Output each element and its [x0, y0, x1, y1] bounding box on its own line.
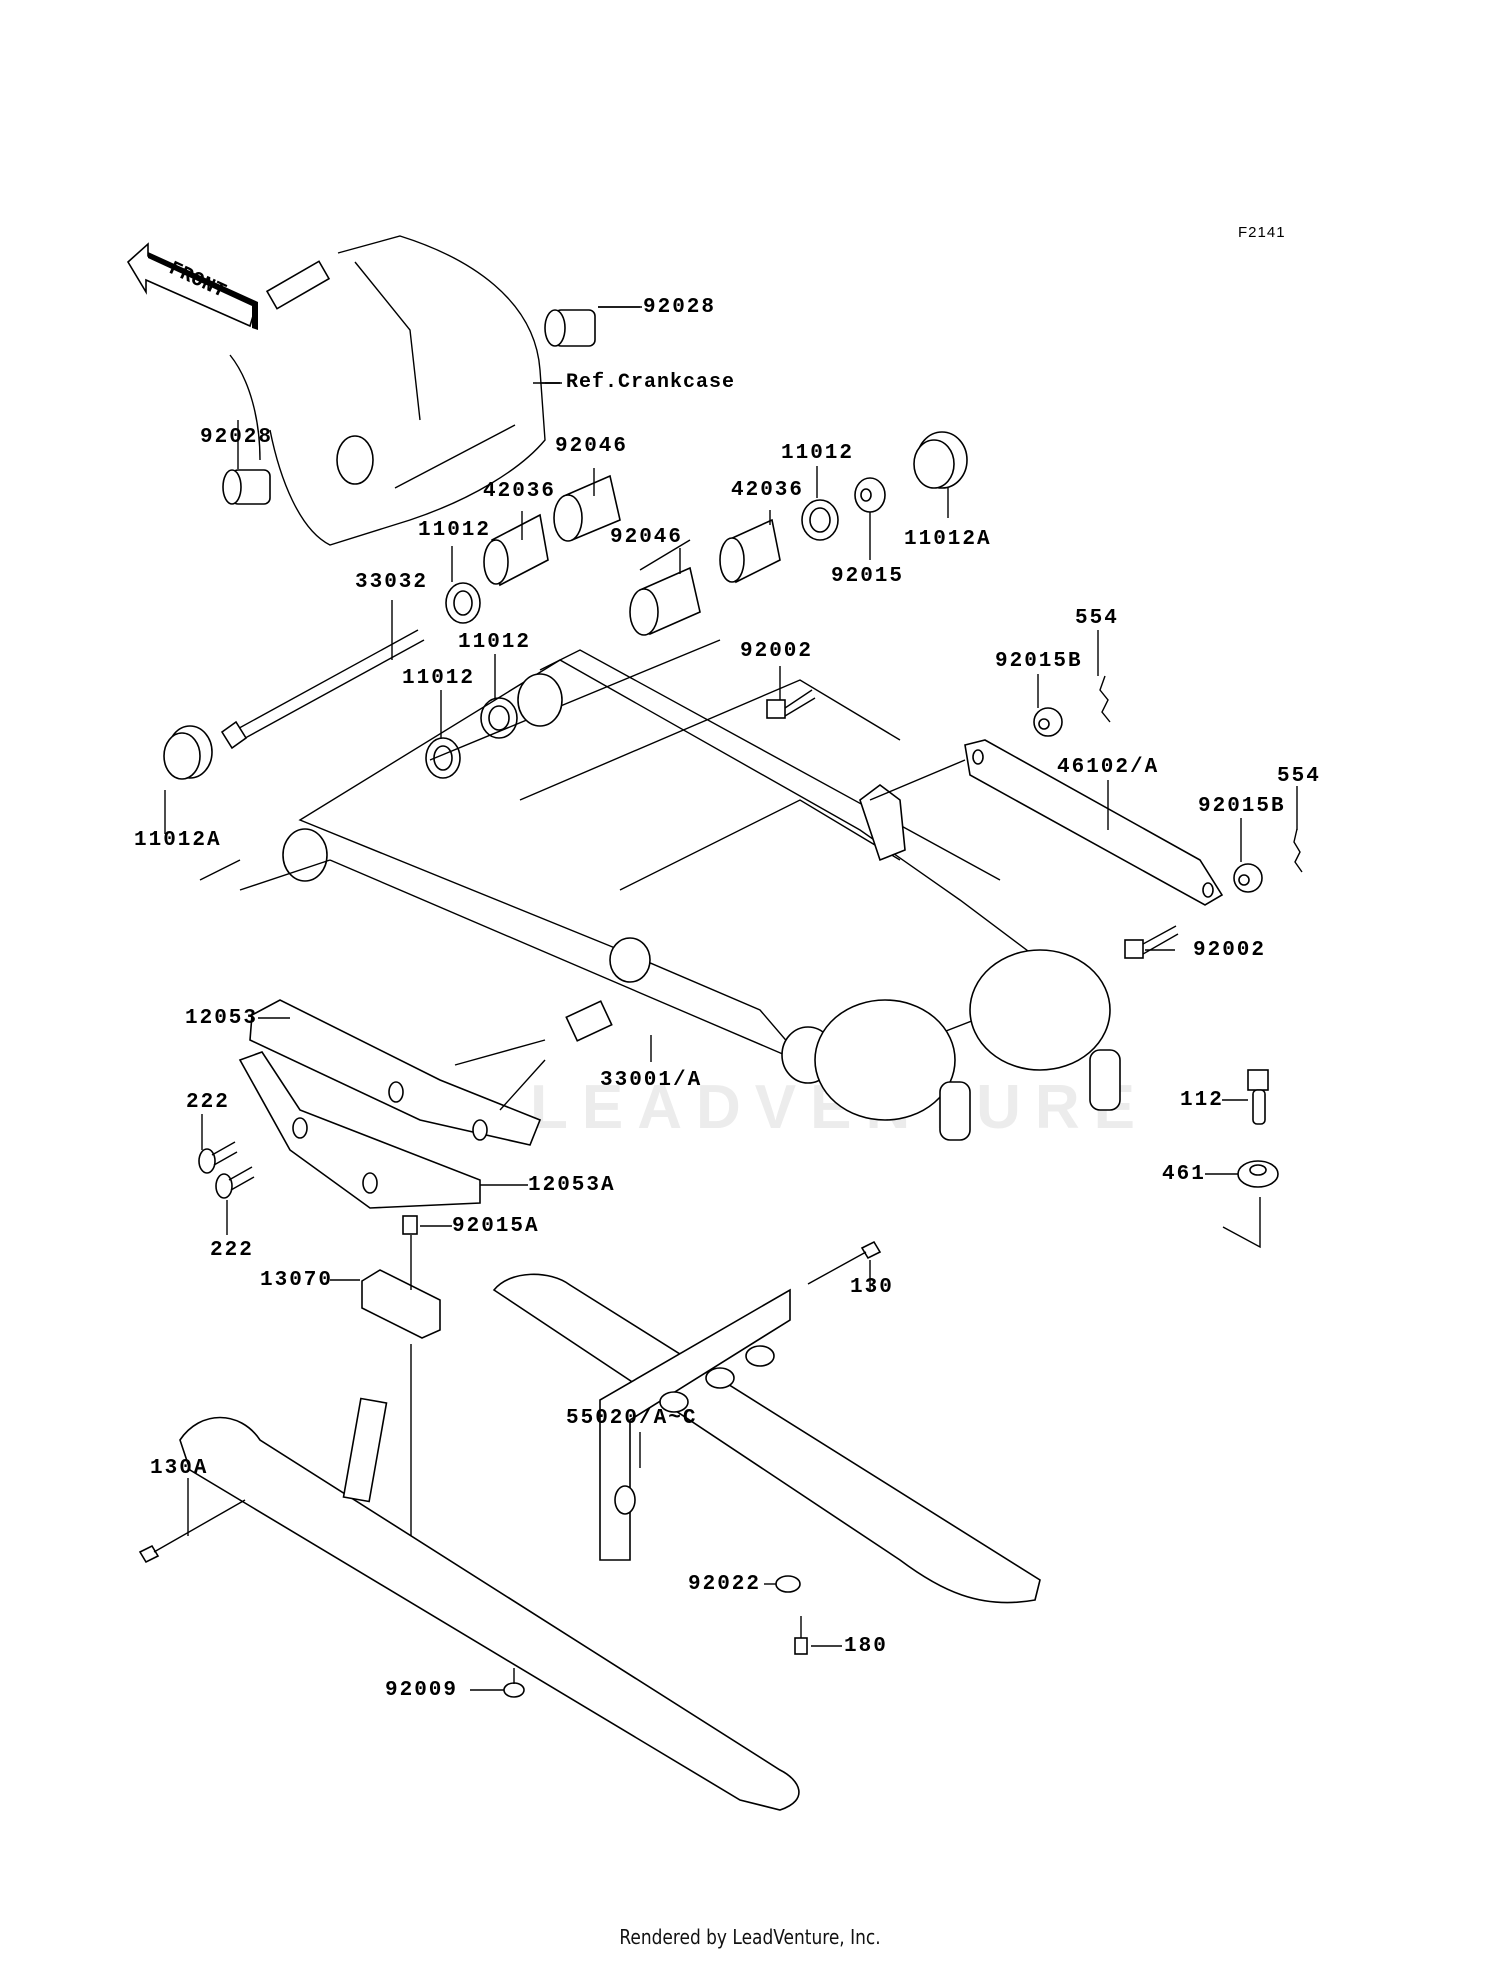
callout-92022[interactable]: 92022 [688, 1573, 762, 1596]
callout-92046-a[interactable]: 92046 [555, 435, 629, 458]
bolt-180 [794, 1616, 808, 1655]
chain-case-55020 [179, 1273, 1041, 1811]
chain-guide-12053 [249, 999, 542, 1146]
callout-92046-b[interactable]: 92046 [610, 526, 684, 549]
crankcase-outline [229, 235, 546, 546]
bolt-130 [807, 1240, 882, 1285]
callout-92015A[interactable]: 92015A [452, 1215, 540, 1238]
callout-92015B-b[interactable]: 92015B [1198, 795, 1286, 818]
needle-bearing-92046-b [629, 566, 701, 636]
screw-92009 [503, 1668, 525, 1698]
seal-11012-d [425, 737, 461, 779]
swingarm-33001 [282, 639, 1121, 1141]
seal-11012-b [801, 499, 839, 541]
nut-92015B-b [1233, 863, 1263, 893]
chain-guide-12053A [238, 1051, 481, 1209]
callout-92028-top[interactable]: 92028 [643, 296, 717, 319]
bolt-92002-top [766, 689, 816, 719]
callout-222-b[interactable]: 222 [210, 1239, 254, 1262]
callout-92028-left[interactable]: 92028 [200, 426, 274, 449]
leader-lines [164, 306, 1298, 1691]
screw-222-a [198, 1141, 238, 1174]
washer-92022 [775, 1575, 801, 1593]
collar-42036-a [483, 513, 549, 587]
seal-11012-a [445, 582, 481, 624]
callout-130A[interactable]: 130A [150, 1457, 209, 1480]
collar-92015 [854, 477, 886, 513]
callout-554-b[interactable]: 554 [1277, 765, 1321, 788]
callout-33001[interactable]: 33001/A [600, 1069, 703, 1092]
brake-bracket [859, 784, 906, 862]
callout-112[interactable]: 112 [1180, 1089, 1224, 1112]
callout-33032[interactable]: 33032 [355, 571, 429, 594]
callout-12053[interactable]: 12053 [185, 1007, 259, 1030]
slider-13070 [361, 1269, 441, 1339]
washer-461 [1237, 1160, 1279, 1188]
callout-11012-a[interactable]: 11012 [418, 519, 492, 542]
cotter-pin-554-b [1293, 828, 1303, 873]
nut-92015A [402, 1215, 418, 1235]
callout-92015B-a[interactable]: 92015B [995, 650, 1083, 673]
callout-92009[interactable]: 92009 [385, 1679, 459, 1702]
callout-13070[interactable]: 13070 [260, 1269, 334, 1292]
bushing-92028-left [222, 469, 271, 505]
callout-222-a[interactable]: 222 [186, 1091, 230, 1114]
front-arrow-icon: FRONT [126, 242, 258, 330]
pivot-shaft-33032 [220, 629, 425, 750]
callout-ref-crankcase[interactable]: Ref.Crankcase [566, 371, 736, 394]
callout-130[interactable]: 130 [850, 1276, 894, 1299]
callout-180[interactable]: 180 [844, 1635, 888, 1658]
nut-92015B-a [1033, 707, 1063, 737]
callout-55020[interactable]: 55020/A~C [566, 1407, 698, 1430]
callout-554-a[interactable]: 554 [1075, 607, 1119, 630]
bolt-92002-right [1124, 925, 1179, 959]
bolt-130A [138, 1499, 246, 1564]
callout-92002-top[interactable]: 92002 [740, 640, 814, 663]
torque-link-46102 [869, 739, 1224, 906]
callout-92002-right[interactable]: 92002 [1193, 939, 1267, 962]
callout-42036-b[interactable]: 42036 [731, 479, 805, 502]
callout-12053A[interactable]: 12053A [528, 1174, 616, 1197]
callout-42036-a[interactable]: 42036 [483, 480, 557, 503]
footer-credit: Rendered by LeadVenture, Inc. [619, 1925, 881, 1949]
callout-46102[interactable]: 46102/A [1057, 756, 1160, 779]
callout-461[interactable]: 461 [1162, 1163, 1206, 1186]
callout-11012-d[interactable]: 11012 [402, 667, 476, 690]
cotter-pin-554-a [1099, 675, 1111, 723]
callout-11012-c[interactable]: 11012 [458, 631, 532, 654]
screw-222-b [215, 1166, 255, 1199]
bolt-112 [1247, 1069, 1269, 1125]
callout-11012-b[interactable]: 11012 [781, 442, 855, 465]
cap-11012A-right [913, 431, 968, 489]
callout-92015[interactable]: 92015 [831, 565, 905, 588]
cap-11012A-left [163, 725, 213, 780]
collar-42036-b [719, 518, 781, 584]
figure-id: F2141 [1238, 224, 1286, 241]
callout-11012A-left[interactable]: 11012A [134, 829, 222, 852]
callout-11012A-right[interactable]: 11012A [904, 528, 992, 551]
bushing-92028-top [544, 306, 640, 347]
